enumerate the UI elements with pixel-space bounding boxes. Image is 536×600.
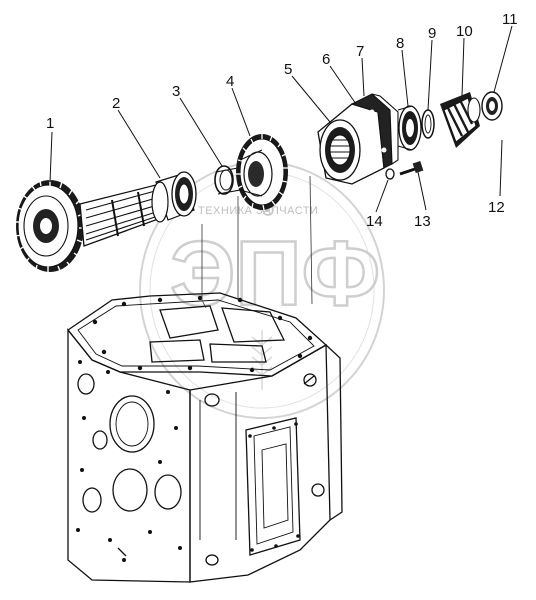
part-13-bolt	[399, 161, 424, 176]
part-2-bearing	[151, 171, 197, 223]
housing-small-holes	[76, 360, 182, 562]
callout-9: 9	[428, 25, 436, 42]
callout-11: 11	[502, 11, 518, 28]
part-1-primary-shaft-gear	[15, 180, 176, 272]
part-10-bevel-pinion	[440, 92, 481, 148]
part-7-gasket	[371, 93, 399, 166]
watermark-wheat-icon	[251, 330, 273, 390]
leader-lines	[49, 25, 513, 213]
callout-13: 13	[414, 213, 431, 230]
callout-7: 7	[356, 43, 364, 60]
callout-6: 6	[322, 51, 330, 68]
callout-labels: 1 2 3 4 5 6 7 8 9 10 11 12 13 14	[46, 11, 518, 230]
flange-bolt-holes	[92, 295, 313, 373]
part-14-washer	[385, 168, 395, 180]
callout-14: 14	[366, 213, 383, 230]
part-3-ring	[214, 165, 241, 195]
part-11-nut	[481, 91, 503, 121]
callout-4: 4	[226, 73, 234, 90]
callout-5: 5	[284, 61, 292, 78]
watermark-brand-line: ТЕХНИКА ЗАПЧАСТИ	[198, 205, 318, 217]
assembly-guide-lines	[201, 175, 313, 309]
watermark-logo-letters: ЭПФ	[170, 223, 380, 325]
part-4-gear	[236, 134, 288, 211]
callout-12: 12	[488, 199, 505, 216]
part-8-bearing	[397, 105, 422, 151]
callout-10: 10	[456, 23, 473, 40]
gearbox-housing	[67, 292, 343, 583]
part-9-shim-ring	[421, 109, 435, 139]
callout-8: 8	[396, 35, 404, 52]
part-5-bearing-cover	[317, 103, 385, 185]
callout-2: 2	[112, 95, 120, 112]
callout-3: 3	[172, 83, 180, 100]
callout-1: 1	[46, 115, 54, 132]
watermark: ЭПФ ТЕХНИКА ЗАПЧАСТИ	[139, 161, 385, 419]
